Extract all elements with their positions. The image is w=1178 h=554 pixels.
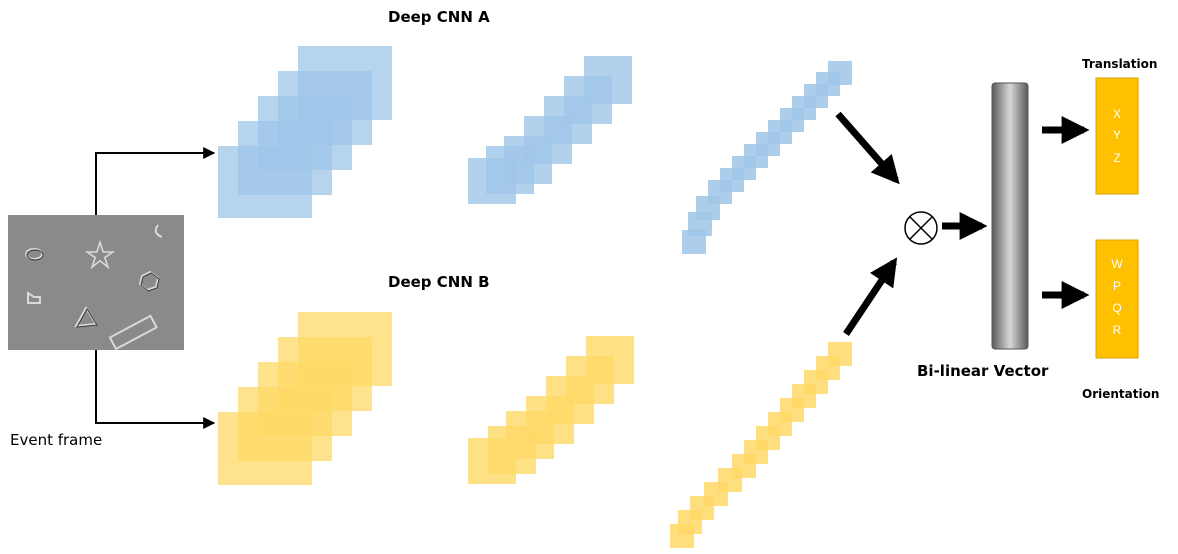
- cnn-b-feature-maps-1: [218, 312, 392, 485]
- cnn-b-feature-maps-3: [670, 342, 852, 548]
- arrow-to-cnn-a: [95, 147, 216, 215]
- cnn-b-feature-maps-2: [468, 336, 634, 484]
- arrow-cnn-b-to-product: [843, 257, 898, 336]
- event-frame-label: Event frame: [10, 431, 102, 449]
- outer-product-icon: [904, 211, 938, 245]
- translation-z: Z: [1113, 151, 1120, 165]
- orientation-output-box: [1095, 239, 1139, 359]
- event-frame-image: [8, 215, 184, 351]
- cnn-a-feature-maps-3: [682, 61, 852, 254]
- cnn-a-label: Deep CNN A: [388, 8, 490, 26]
- translation-y: Y: [1113, 128, 1121, 142]
- cnn-a-feature-maps-2: [468, 56, 632, 204]
- orientation-p: P: [1113, 279, 1121, 293]
- translation-output-box: [1095, 77, 1139, 195]
- orientation-q: Q: [1112, 301, 1121, 315]
- orientation-w: W: [1111, 257, 1123, 271]
- orientation-label: Orientation: [1082, 387, 1159, 401]
- bilinear-vector-bar: [991, 82, 1029, 350]
- arrow-to-cnn-b: [95, 350, 216, 429]
- cnn-b-label: Deep CNN B: [388, 273, 490, 291]
- cnn-a-feature-maps-1: [218, 46, 392, 218]
- translation-x: X: [1113, 107, 1121, 121]
- arrow-cnn-a-to-product: [835, 111, 900, 185]
- translation-label: Translation: [1082, 57, 1157, 71]
- bilinear-vector-label: Bi-linear Vector: [917, 362, 1049, 380]
- orientation-r: R: [1113, 323, 1122, 337]
